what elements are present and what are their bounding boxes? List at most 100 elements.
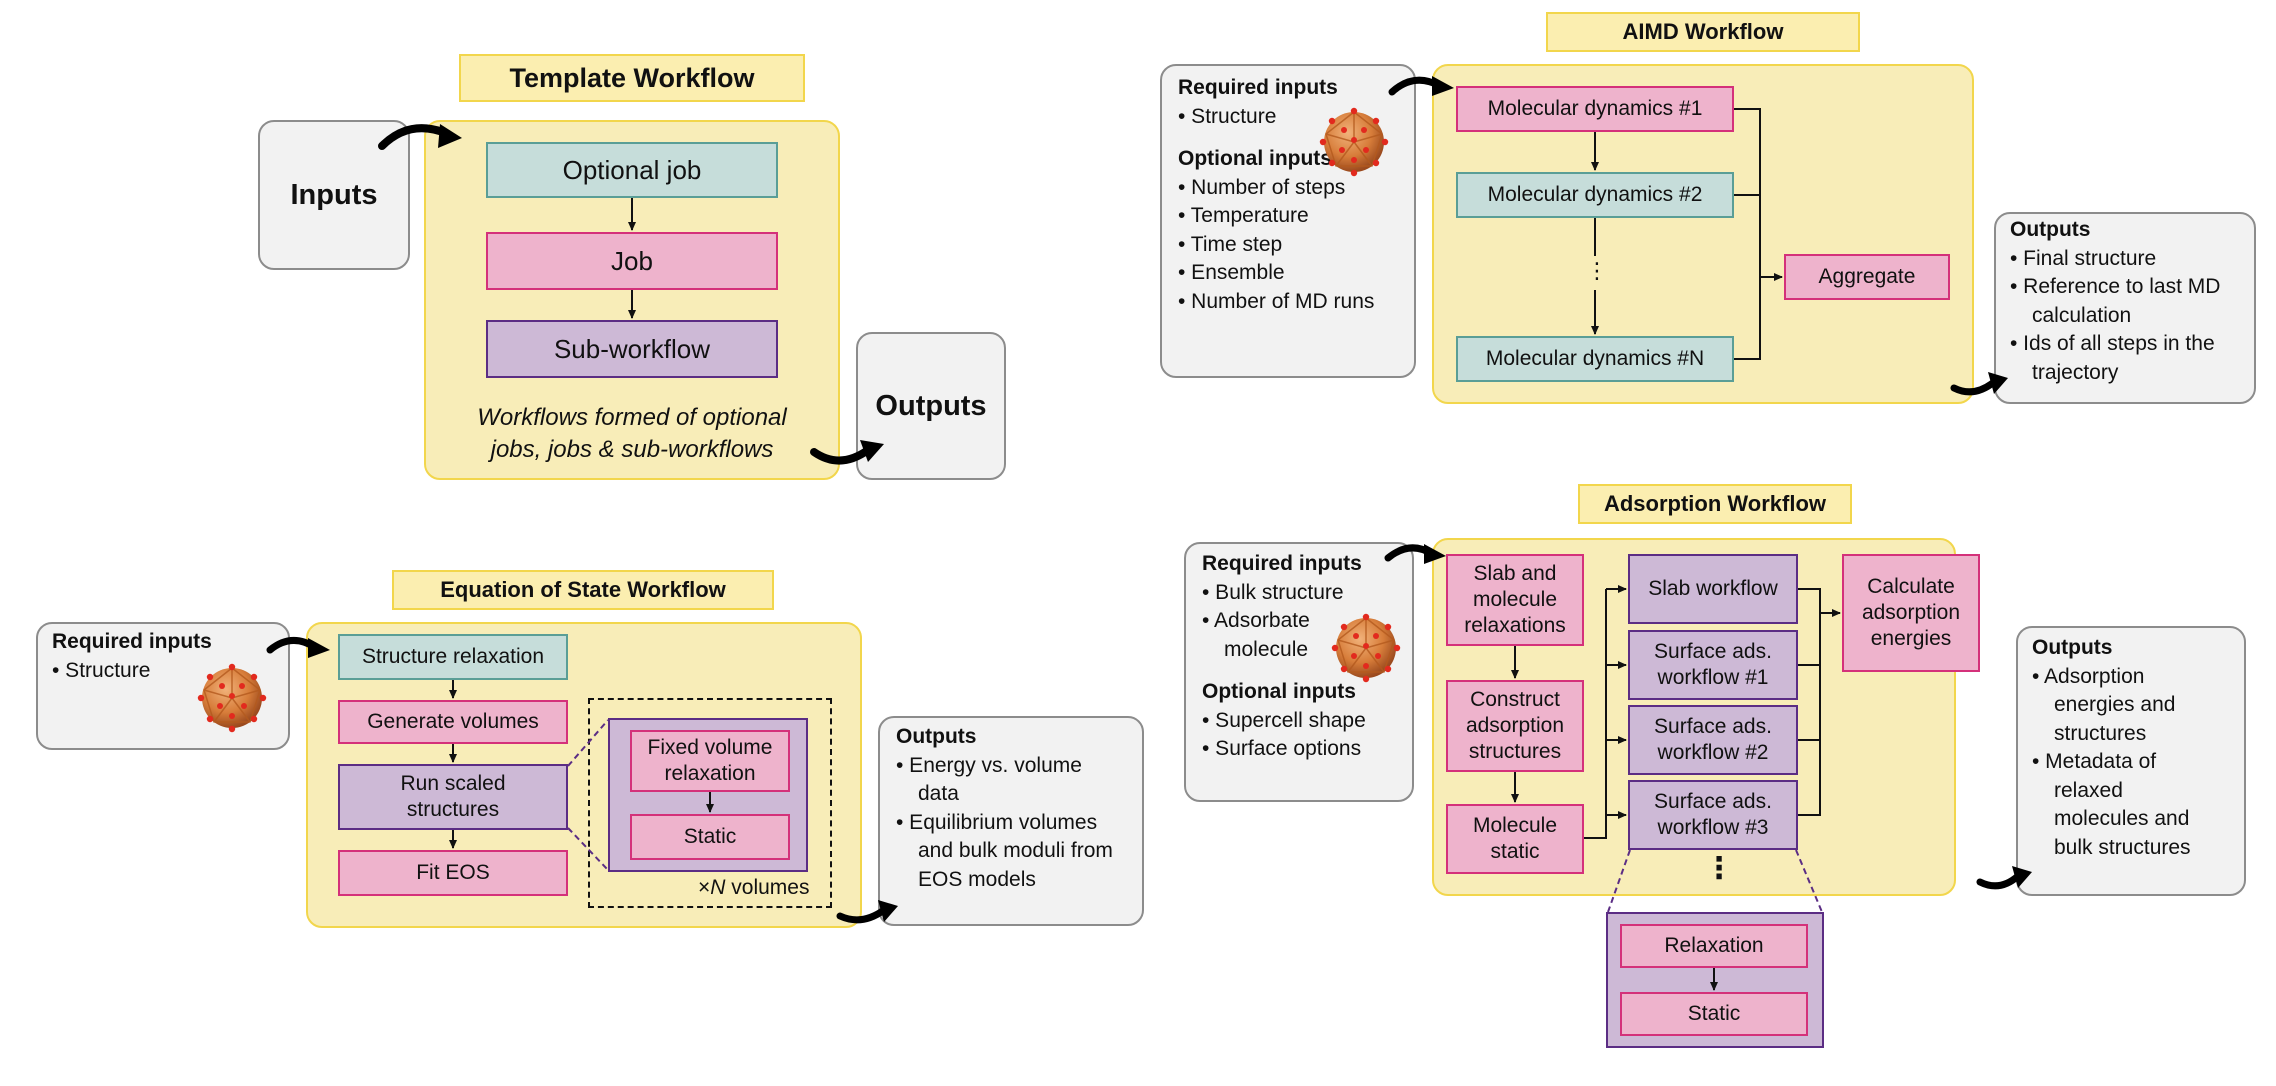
template-caption: Workflows formed of optional jobs, jobs … [440, 402, 824, 466]
adsorption-surface-line: Surface ads. [1654, 714, 1772, 738]
eos-output-item: data [918, 782, 959, 805]
eos-fixed-volume-line1: Fixed volume [647, 735, 773, 759]
adsorption-inputs-text: Required inputs • Bulk structure • Adsor… [1202, 550, 1366, 764]
aimd-vdots: ⋮ [1586, 258, 1608, 283]
eos-static: Static [630, 814, 790, 860]
eos-run-scaled-line2: structures [406, 798, 500, 821]
adsorption-slab-molecule-relaxations: Slab and molecule relaxations [1446, 554, 1584, 646]
aimd-mdn: Molecular dynamics #N [1456, 336, 1734, 382]
template-inputs-label: Inputs [290, 178, 378, 211]
template-caption-line1: Workflows formed of optional [477, 404, 787, 431]
eos-inputs-text: Required inputs • Structure [52, 628, 212, 685]
eos-required-header: Required inputs [52, 630, 212, 653]
adsorption-calculate-line: Calculate [1867, 574, 1955, 598]
adsorption-optional-header: Optional inputs [1202, 680, 1356, 703]
adsorption-molecule-static-line: Molecule [1472, 813, 1558, 837]
adsorption-output-item: structures [2054, 721, 2147, 745]
template-caption-line2: jobs, jobs & sub-workflows [490, 436, 774, 463]
eos-outputs-header: Outputs [896, 725, 977, 748]
adsorption-optional-item: • Supercell shape [1202, 708, 1366, 732]
template-inputs-box: Inputs [258, 120, 410, 270]
adsorption-vdots: ⋮ [1704, 852, 1734, 885]
aimd-required-header: Required inputs [1178, 76, 1338, 99]
aimd-optional-item: • Number of MD runs [1178, 289, 1375, 313]
curved-arrow-icon [1976, 872, 2022, 890]
adsorption-surface-line: Surface ads. [1654, 789, 1772, 813]
adsorption-molecule-static: Molecule static [1446, 804, 1584, 874]
adsorption-output-item: relaxed [2054, 778, 2123, 802]
eos-n-volumes-dashed-group [588, 698, 832, 908]
eos-outputs-text: Outputs • Energy vs. volume data • Equil… [896, 723, 1113, 894]
adsorption-slab-line: relaxations [1464, 614, 1566, 638]
template-workflow-title: Template Workflow [459, 54, 805, 102]
adsorption-surface-line: workflow #1 [1657, 666, 1769, 689]
aimd-optional-header: Optional inputs [1178, 147, 1332, 170]
eos-run-scaled-structures: Run scaled structures [338, 764, 568, 830]
template-outputs-label: Outputs [875, 389, 987, 422]
aimd-output-item: • Final structure [2010, 246, 2157, 270]
eos-fixed-volume-line2: relaxation [664, 762, 756, 785]
eos-structure-relaxation: Structure relaxation [338, 634, 568, 680]
template-job: Job [486, 232, 778, 290]
aimd-optional-item: • Temperature [1178, 204, 1309, 227]
adsorption-required-item: • Bulk structure [1202, 580, 1344, 604]
template-sub-workflow: Sub-workflow [486, 320, 778, 378]
adsorption-surface-line: workflow #2 [1657, 741, 1769, 764]
aimd-outputs-header: Outputs [2010, 218, 2091, 241]
adsorption-construct-structures: Construct adsorption structures [1446, 680, 1584, 772]
adsorption-relaxation: Relaxation [1620, 924, 1808, 968]
template-optional-job: Optional job [486, 142, 778, 198]
eos-outputs-box [878, 716, 1144, 926]
aimd-required-item: • Structure [1178, 104, 1277, 128]
adsorption-molecule-static-line: static [1490, 840, 1540, 863]
aimd-output-item: trajectory [2032, 360, 2119, 384]
adsorption-required-header: Required inputs [1202, 552, 1362, 575]
template-outputs-box: Outputs [856, 332, 1006, 480]
adsorption-optional-item: • Surface options [1202, 737, 1362, 760]
aimd-output-item: • Reference to last MD [2010, 275, 2221, 298]
adsorption-slab-line: Slab and [1473, 561, 1557, 585]
adsorption-output-item: • Metadata of [2032, 750, 2157, 773]
adsorption-required-item: molecule [1224, 637, 1309, 661]
aimd-output-item: calculation [2032, 303, 2132, 327]
aimd-outputs-text: Outputs • Final structure • Reference to… [2010, 216, 2220, 387]
eos-required-item: • Structure [52, 658, 151, 682]
adsorption-construct-line: Construct [1470, 687, 1560, 711]
aimd-aggregate: Aggregate [1784, 254, 1950, 300]
adsorption-outputs-header: Outputs [2032, 636, 2113, 659]
eos-output-item: EOS models [918, 867, 1036, 891]
aimd-workflow-title: AIMD Workflow [1546, 12, 1860, 52]
adsorption-surface-line: Surface ads. [1654, 639, 1772, 663]
aimd-inputs-text: Required inputs • Structure Optional inp… [1178, 74, 1374, 316]
adsorption-outputs-text: Outputs • Adsorption energies and struct… [2032, 634, 2191, 862]
eos-n-volumes-prefix: × [698, 876, 711, 899]
eos-fixed-volume-relaxation: Fixed volume relaxation [630, 730, 790, 792]
eos-output-item: • Equilibrium volumes [896, 810, 1098, 834]
adsorption-required-item: • Adsorbate [1202, 609, 1310, 632]
adsorption-surface-workflow-3: Surface ads. workflow #3 [1628, 780, 1798, 850]
adsorption-calculate-line: adsorption [1861, 600, 1961, 624]
eos-generate-volumes: Generate volumes [338, 700, 568, 744]
adsorption-output-item: bulk structures [2054, 835, 2191, 859]
aimd-outputs-box [1994, 212, 2256, 404]
adsorption-slab-workflow: Slab workflow [1628, 554, 1798, 624]
eos-n-volumes-n: N [710, 876, 726, 899]
aimd-output-item: • Ids of all steps in the [2010, 332, 2215, 355]
aimd-md1: Molecular dynamics #1 [1456, 86, 1734, 132]
aimd-optional-item: • Time step [1178, 232, 1283, 256]
adsorption-output-item: molecules and [2054, 807, 2190, 830]
eos-output-item: and bulk moduli from [918, 839, 1113, 862]
eos-workflow-title: Equation of State Workflow [392, 570, 774, 610]
adsorption-construct-line: structures [1468, 740, 1562, 764]
adsorption-calculate-line: energies [1870, 627, 1952, 651]
adsorption-outputs-box [2016, 626, 2246, 896]
adsorption-slab-line: molecule [1472, 587, 1558, 611]
adsorption-output-item: energies and [2054, 693, 2176, 716]
adsorption-surface-line: workflow #3 [1657, 816, 1769, 839]
eos-n-volumes-suffix: volumes [725, 876, 810, 899]
aimd-md2: Molecular dynamics #2 [1456, 172, 1734, 218]
adsorption-output-item: • Adsorption [2032, 664, 2145, 688]
adsorption-static: Static [1620, 992, 1808, 1036]
adsorption-surface-workflow-1: Surface ads. workflow #1 [1628, 630, 1798, 700]
aimd-optional-item: • Ensemble [1178, 261, 1285, 284]
